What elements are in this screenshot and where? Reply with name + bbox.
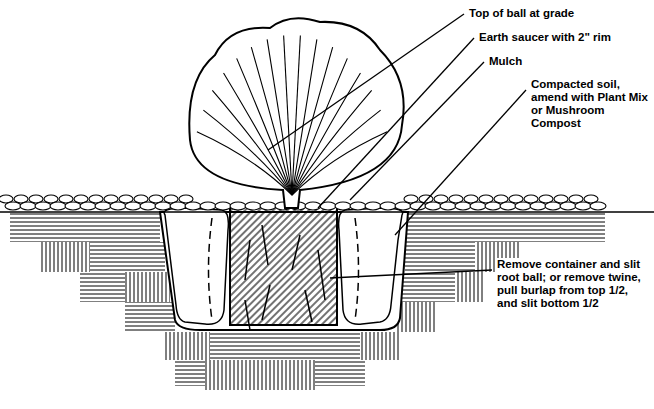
leader-lines [268, 14, 526, 278]
backfill-left [164, 208, 228, 324]
roots [245, 225, 325, 330]
saucer-label: Earth saucer with 2" rim [478, 31, 652, 44]
backfill-right [339, 208, 403, 324]
grade-line [0, 211, 654, 213]
mulch-label: Mulch [488, 55, 590, 68]
mulch-stones [0, 195, 606, 210]
grade-label: Top of ball at grade [468, 7, 650, 20]
soil-label: Compacted soil, amend with Plant Mix or … [530, 78, 650, 130]
slit-lines [209, 218, 359, 320]
tree-branches [197, 35, 387, 195]
tree-crown [189, 18, 403, 208]
root-ball-label: Remove container and slit root ball; or … [496, 258, 652, 310]
